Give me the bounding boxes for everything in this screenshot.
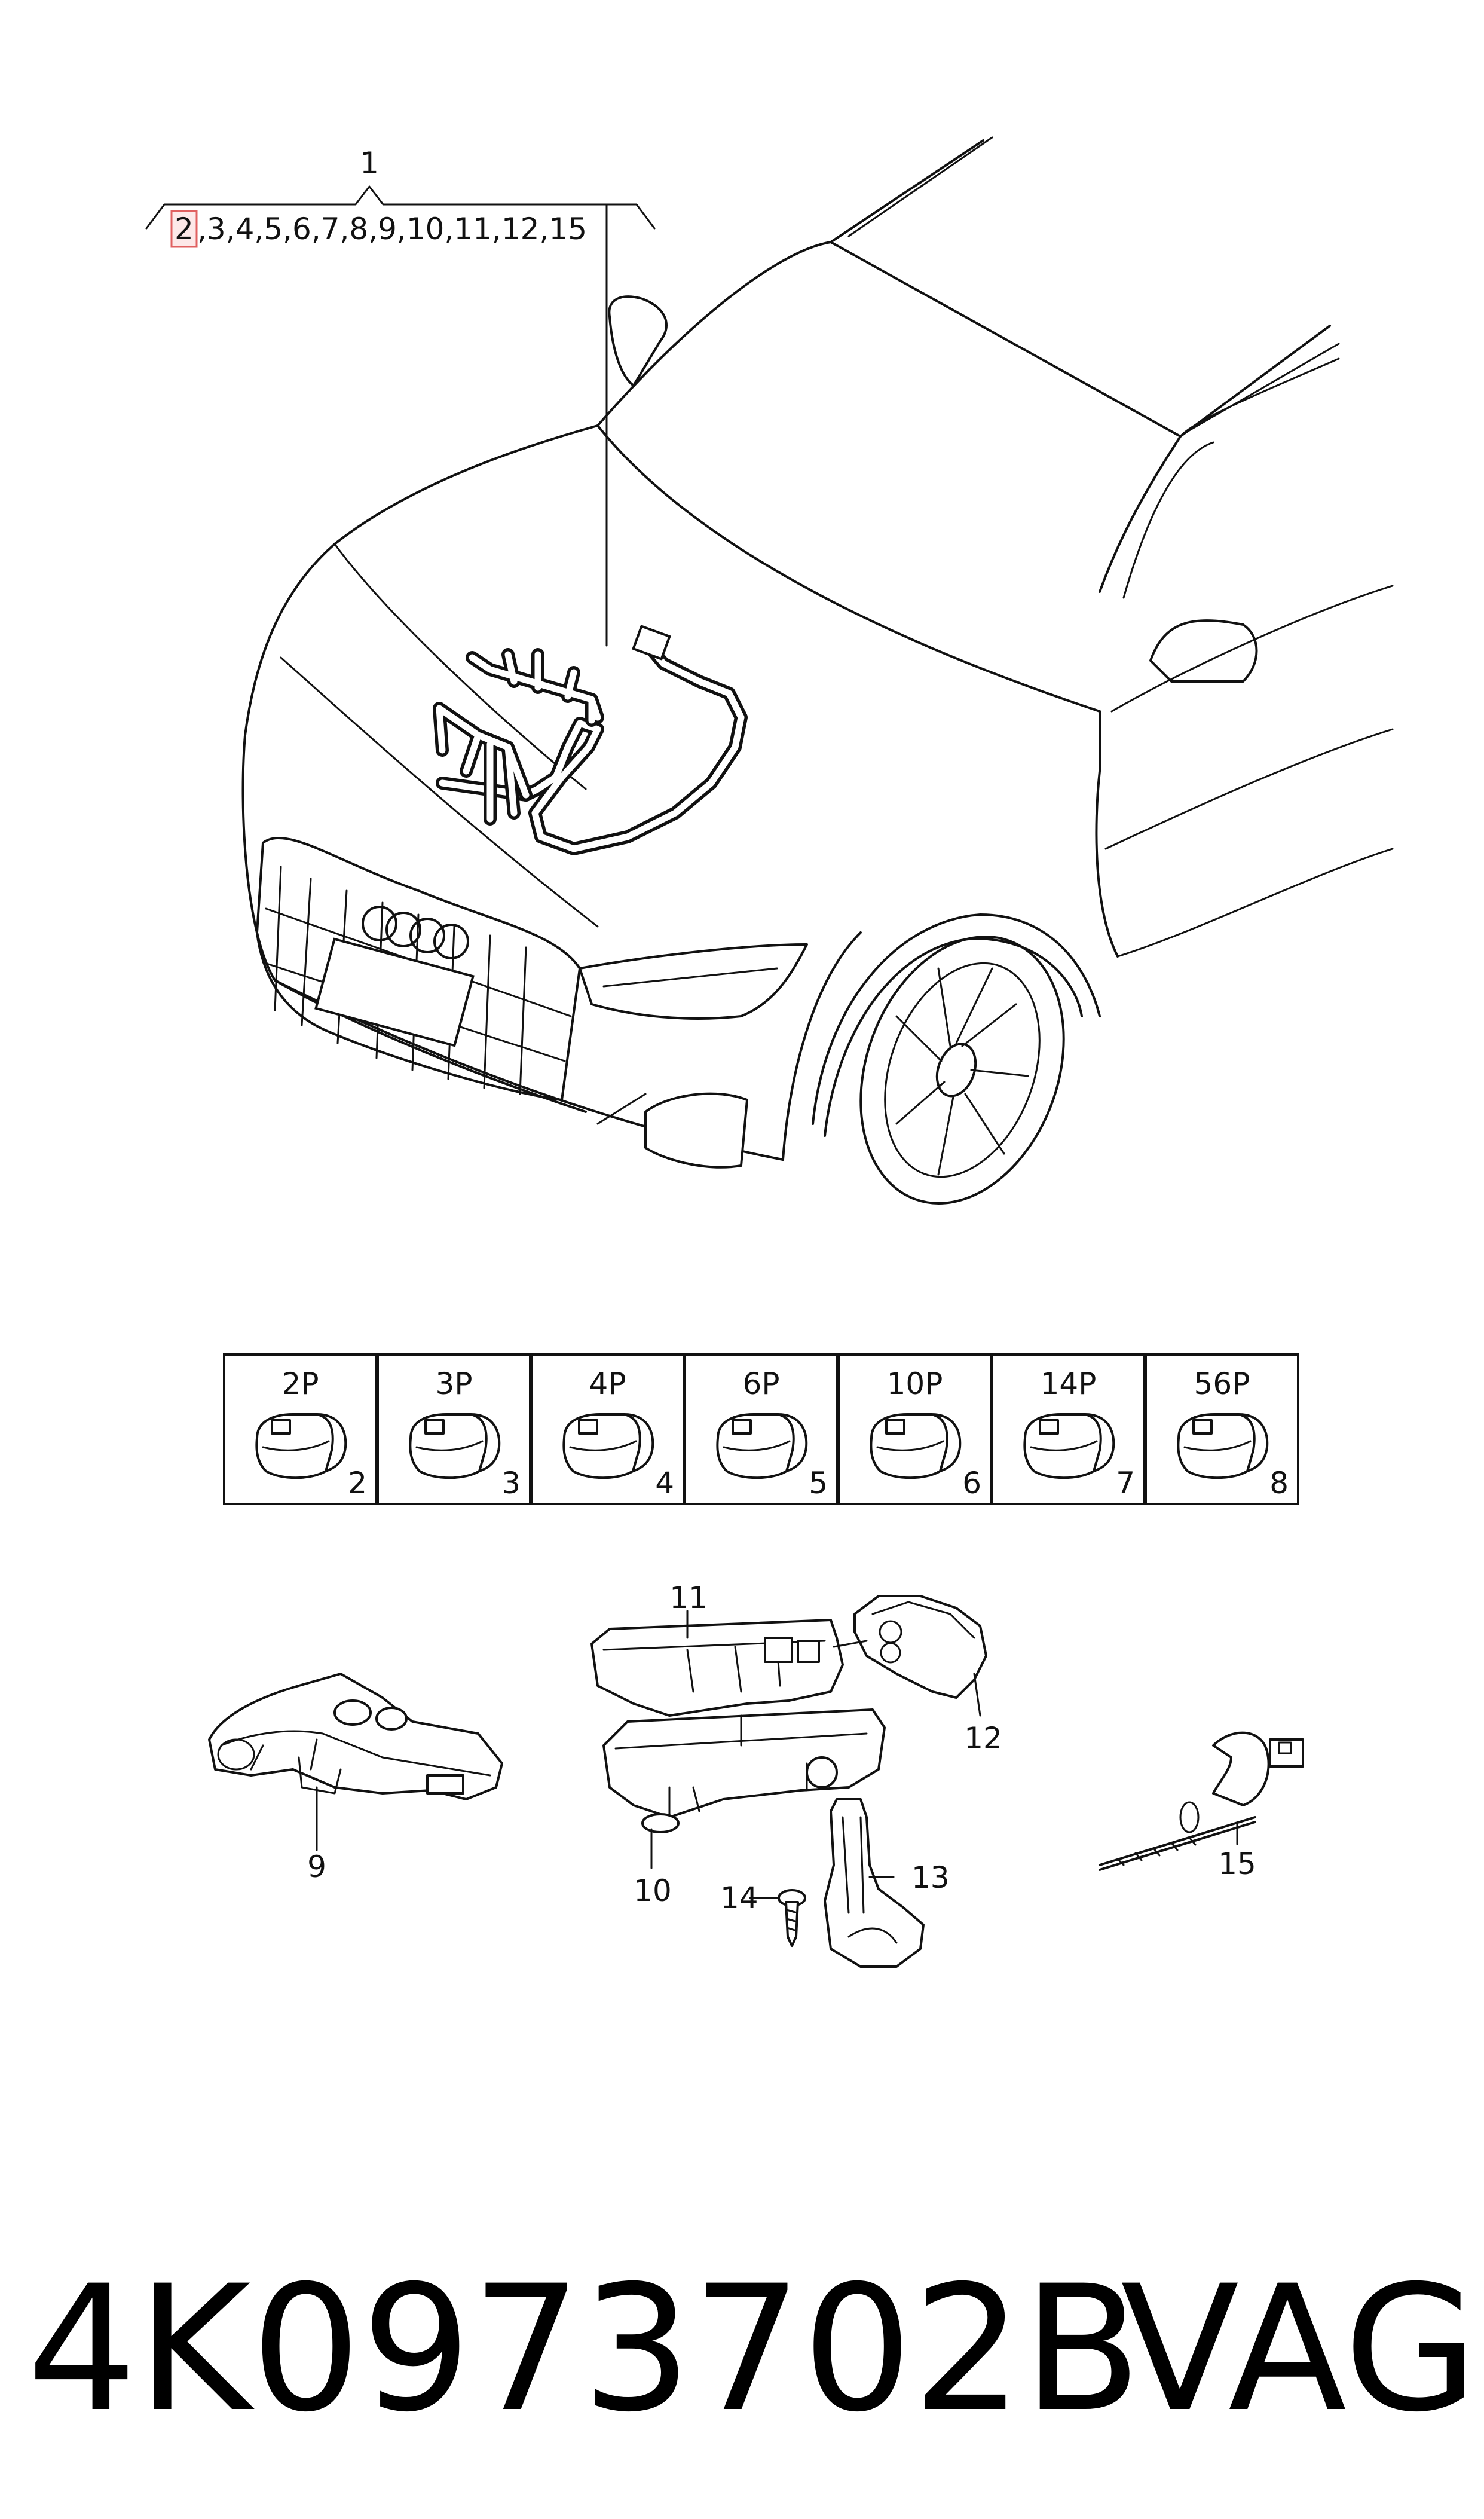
connector-pin-count: 10P: [887, 1367, 943, 1401]
connector-box-56p[interactable]: 56P 8: [1145, 1353, 1299, 1505]
connector-box-3p[interactable]: 3P 3: [377, 1353, 531, 1505]
connector-pin-count: 3P: [436, 1367, 473, 1401]
connector-item-number: 7: [1116, 1466, 1135, 1500]
connector-plug-icon: [870, 1413, 948, 1479]
part-label-13: 13: [911, 1860, 950, 1895]
highlighted-item[interactable]: 2: [175, 212, 194, 246]
connector-box-6p[interactable]: 6P 5: [684, 1353, 839, 1505]
part-label-12: 12: [964, 1721, 1002, 1756]
connector-pin-count: 4P: [589, 1367, 626, 1401]
connector-item-number: 5: [809, 1466, 828, 1500]
connector-item-number: 8: [1269, 1466, 1289, 1500]
part-15-cable-tie[interactable]: 15: [1099, 1731, 1304, 1881]
connector-plug-icon: [1177, 1413, 1256, 1479]
connector-plug-icon: [716, 1413, 795, 1479]
part-label-11: 11: [669, 1581, 708, 1615]
highlight-box: [170, 210, 198, 248]
part-12-bracket[interactable]: 12: [833, 1595, 1002, 1756]
connector-plug-icon: [1023, 1413, 1102, 1479]
main-item-number: 1: [360, 146, 379, 181]
connector-item-number: 6: [962, 1466, 981, 1500]
connector-item-number: 4: [655, 1466, 674, 1500]
connector-item-number: 2: [348, 1466, 367, 1500]
connector-row: 2P 2 3P 3 4P 4 6P 5 10P 6 14P 7 56P 8: [223, 1353, 1299, 1505]
connector-plug-icon: [409, 1413, 488, 1479]
car-illustration: [241, 136, 1394, 1205]
connector-box-2p[interactable]: 2P 2: [223, 1353, 378, 1505]
part-10-cover[interactable]: 10: [602, 1708, 886, 1908]
callout-bracket: 1 2 ,3,4,5,6,7,8,9,10,11,12,15: [145, 146, 656, 647]
part-11-cover[interactable]: 11: [590, 1581, 844, 1717]
connector-plug-icon: [562, 1413, 641, 1479]
connector-pin-count: 6P: [743, 1367, 780, 1401]
connector-item-number: 3: [501, 1466, 521, 1500]
part-9-channel[interactable]: 9: [208, 1673, 503, 1884]
connector-pin-count: 56P: [1194, 1367, 1250, 1401]
brand-name: VAG: [1121, 2249, 1478, 2450]
item-list: ,3,4,5,6,7,8,9,10,11,12,15: [197, 212, 587, 246]
part-label-10: 10: [634, 1873, 672, 1908]
wiring-harness: [433, 625, 748, 855]
connector-pin-count: 14P: [1041, 1367, 1097, 1401]
connector-frame: [1145, 1353, 1299, 1505]
part-14-screw[interactable]: 14: [720, 1881, 806, 1947]
connector-box-14p[interactable]: 14P 7: [991, 1353, 1146, 1505]
part-number: 4K0973702B: [27, 2249, 1142, 2450]
part-label-15: 15: [1218, 1847, 1256, 1881]
connector-box-4p[interactable]: 4P 4: [530, 1353, 685, 1505]
connector-plug-icon: [255, 1413, 334, 1479]
connector-pin-count: 2P: [282, 1367, 319, 1401]
connector-box-10p[interactable]: 10P 6: [837, 1353, 992, 1505]
part-label-9: 9: [307, 1849, 326, 1884]
part-13-holder[interactable]: 13: [824, 1798, 950, 1968]
part-label-14: 14: [720, 1881, 758, 1915]
